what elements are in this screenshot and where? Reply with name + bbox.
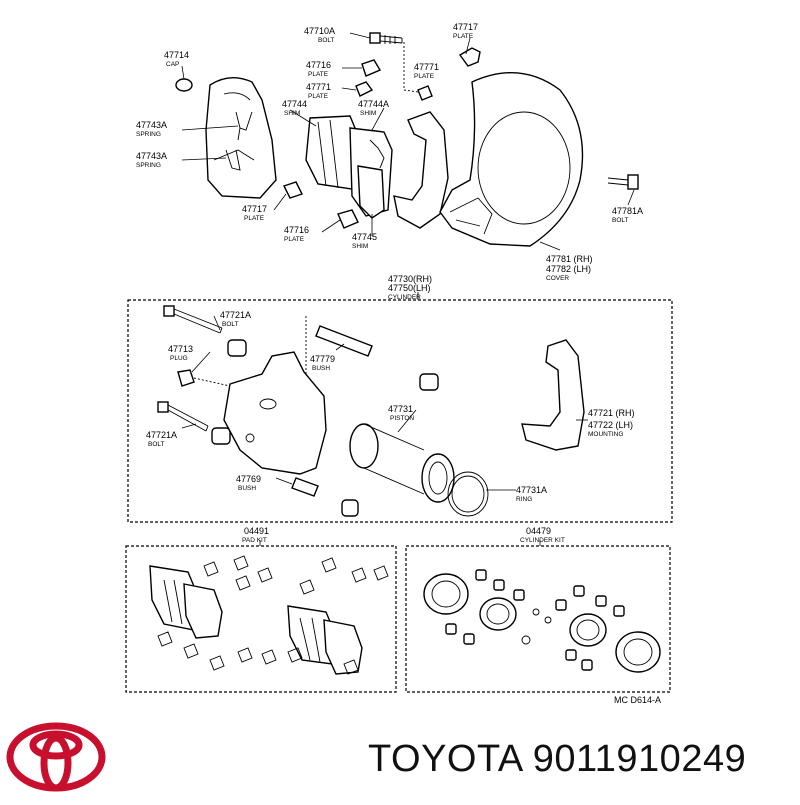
bush-upper-drawing <box>227 339 247 357</box>
plate-47716-drawing <box>361 59 382 77</box>
callout-c15-num2: 47782 (LH) <box>546 264 591 274</box>
cylinder-group-box <box>127 299 673 523</box>
callout-c15-sub: COVER <box>546 275 569 282</box>
callout-c5-sub: PLATE <box>308 93 329 100</box>
pad-kit-left-set-drawing <box>149 565 223 639</box>
callout-c12-sub: PLATE <box>284 236 305 243</box>
callout-c22-sub: MOUNTING <box>588 431 623 438</box>
callout-c24-num: 47731A <box>516 485 547 495</box>
callout-c25-num: 04491 <box>244 526 269 536</box>
callout-c25-sub: PAD KIT <box>242 537 267 544</box>
callout-c4-sub: PLATE <box>308 71 329 78</box>
callout-c2-num: 47717 <box>453 22 478 32</box>
bush-right-drawing <box>419 373 439 391</box>
callout-c18-sub: PLUG <box>170 355 188 362</box>
callout-c16-num: 47730(RH) <box>388 274 432 284</box>
callout-c26-sub: CYLINDER KIT <box>520 537 565 544</box>
callout-c16-num2: 47750(LH) <box>388 283 431 293</box>
spring-47743a-upper-drawing <box>235 111 253 141</box>
callout-c1-num: 47710A <box>304 26 335 36</box>
plate-47771-right-drawing <box>417 85 433 101</box>
callout-c22-num: 47721 (RH) <box>588 408 635 418</box>
pin-47769-drawing <box>291 477 319 497</box>
plate-47771-drawing <box>355 81 374 97</box>
callout-c8-sub: SHIM <box>360 110 376 117</box>
bush-middle-drawing <box>211 427 231 445</box>
mounting-top-drawing <box>393 111 449 229</box>
callout-c13-sub: SHIM <box>352 243 368 250</box>
callout-c9-num: 47743A <box>136 120 167 130</box>
diagram-code: MC D614-A <box>614 695 661 705</box>
callout-c10-num: 47743A <box>136 151 167 161</box>
callout-c20-num: 47721A <box>146 430 177 440</box>
callout-c4-num: 47716 <box>306 60 331 70</box>
callout-c10-sub: SPRING <box>136 162 161 169</box>
callout-c19-sub: BUSH <box>312 365 330 372</box>
callout-c5-num: 47771 <box>306 82 331 92</box>
callout-c19-num: 47779 <box>310 354 335 364</box>
bush-lower-drawing <box>341 499 359 517</box>
bolt-47710a-drawing <box>369 32 403 44</box>
bolt-47721a-lower-drawing <box>157 401 209 432</box>
piston-47731-drawing <box>349 423 455 503</box>
callout-c13-num: 47745 <box>352 232 377 242</box>
callout-c2-sub: PLATE <box>453 33 474 40</box>
callout-c14-num: 47781A <box>612 206 643 216</box>
spring-47743a-lower-drawing <box>225 149 241 171</box>
callout-c23-num: 47769 <box>236 474 261 484</box>
callout-c12-num: 47716 <box>284 225 309 235</box>
callout-c6-num: 47771 <box>414 62 439 72</box>
callout-c8-num: 47744A <box>358 99 389 109</box>
part-number: 9011910249 <box>532 738 747 780</box>
callout-c1-sub: BOLT <box>318 37 335 44</box>
callout-c14-sub: BOLT <box>612 217 629 224</box>
plate-47717-top-drawing <box>458 47 481 67</box>
callout-c17-num: 47721A <box>220 310 251 320</box>
callout-c7-num: 47744 <box>282 99 307 109</box>
pad-kit-box <box>125 545 397 693</box>
plate-47716-lower-drawing <box>337 209 359 229</box>
callout-c17-sub: BOLT <box>222 321 239 328</box>
callout-c24-sub: RING <box>516 496 532 503</box>
cylinder-kit-left-drawing <box>423 569 540 645</box>
callout-c22-num2: 47722 (LH) <box>588 420 633 430</box>
bolt-47721a-upper-drawing <box>163 305 223 334</box>
cylinder-body-drawing <box>223 351 327 475</box>
callout-c9-sub: SPRING <box>136 131 161 138</box>
ring-47731a-drawing <box>447 471 489 517</box>
cylinder-kit-box <box>405 545 671 693</box>
callout-c26-num: 04479 <box>526 526 551 536</box>
callout-c15-num: 47781 (RH) <box>546 254 593 264</box>
callout-c21-num: 47731 <box>388 404 413 414</box>
callout-c3-num: 47714 <box>164 50 189 60</box>
callout-c11-sub: PLATE <box>244 215 265 222</box>
callout-c16-sub: CYLINDER <box>388 294 421 301</box>
dust-cover-drawing <box>439 72 584 247</box>
bolt-47781a-drawing <box>607 174 639 190</box>
shim-47745-drawing <box>357 165 385 219</box>
callout-c18-num: 47713 <box>168 344 193 354</box>
pin-47779-drawing <box>315 325 373 357</box>
callout-c11-num: 47717 <box>242 204 267 214</box>
cylinder-kit-right-drawing <box>544 585 661 673</box>
callout-c23-sub: BUSH <box>238 485 256 492</box>
callout-c3-sub: CAP <box>166 61 179 68</box>
callout-c7-sub: SHIM <box>284 110 300 117</box>
toyota-logo-icon <box>6 722 106 792</box>
callout-labels: 47710A BOLT 47717 PLATE 47714 CAP 47716 … <box>136 22 661 705</box>
callout-c21-sub: PISTON <box>390 415 414 422</box>
callout-c20-sub: BOLT <box>148 441 165 448</box>
mounting-47721-drawing <box>521 339 585 451</box>
callout-c6-sub: PLATE <box>414 73 435 80</box>
pad-kit-small-parts-drawing <box>157 555 389 675</box>
cylinder-top-drawing <box>205 77 277 199</box>
brand-part-number-line: TOYOTA 9011910249 <box>368 738 746 781</box>
pad-kit-right-set-drawing <box>287 605 363 675</box>
plug-47713-drawing <box>177 369 195 387</box>
brand-name: TOYOTA <box>368 738 522 780</box>
cap-47714-drawing <box>175 78 193 92</box>
plate-47717-lower-drawing <box>283 181 303 199</box>
